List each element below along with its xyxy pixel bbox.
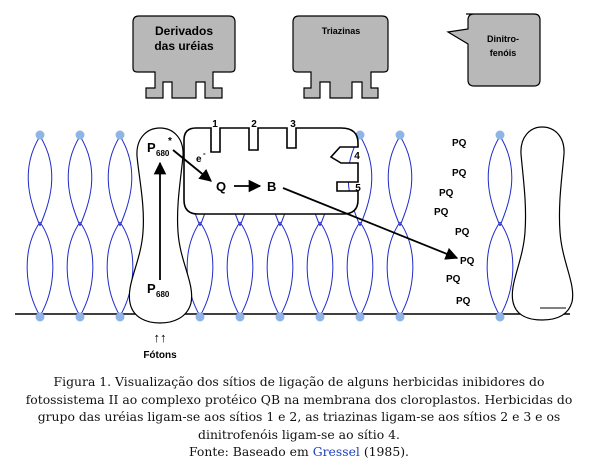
lipid-tail <box>119 135 133 227</box>
svg-text:680: 680 <box>156 290 170 299</box>
lipid-head <box>315 312 325 322</box>
lipid-tail <box>387 135 401 227</box>
lipid-tail <box>499 221 514 317</box>
figure-caption: Figura 1. Visualização dos sítios de lig… <box>14 373 584 461</box>
lipid-tail <box>186 221 201 317</box>
pq-label: PQ <box>456 296 471 307</box>
svg-text:e: e <box>196 154 202 165</box>
caption-source-prefix: Fonte: Baseado em <box>189 444 313 459</box>
herbicide-dinitro-line2: fenóis <box>490 48 517 58</box>
lipid-head <box>495 312 505 322</box>
lipid-tail <box>386 221 401 317</box>
herbicide-dinitro-shape: Dinitro- fenóis <box>446 13 541 87</box>
lipid-head <box>35 130 45 140</box>
caption-source-year: (1985) <box>359 444 406 459</box>
lipid-tail <box>306 221 321 317</box>
q-label: Q <box>216 179 226 194</box>
pq-label: PQ <box>455 227 470 238</box>
lipid-tail <box>399 221 414 317</box>
herbicide-triazina-label: Triazinas <box>322 26 361 36</box>
electron-arrow-p680-q <box>172 149 212 182</box>
lipid-tail <box>27 135 41 227</box>
lipid-head <box>355 312 365 322</box>
svg-text:P: P <box>147 281 156 296</box>
lipid-head <box>35 312 45 322</box>
lipid-head <box>495 130 505 140</box>
svg-text:680: 680 <box>156 149 170 158</box>
lipid-head <box>395 130 405 140</box>
electron-label: e - <box>196 149 206 165</box>
lipid-tail <box>199 221 214 317</box>
caption-source-end: . <box>405 444 409 459</box>
lipid-tail <box>359 135 373 227</box>
lipid-tail <box>346 221 361 317</box>
caption-source-link[interactable]: Gressel <box>312 444 360 459</box>
lipid-tail <box>79 221 94 317</box>
lipid-head <box>75 312 85 322</box>
pq-label: PQ <box>460 256 475 267</box>
herbicide-ureia-line1: Derivados <box>155 24 213 38</box>
herbicide-triazina-shape: Triazinas <box>292 15 389 99</box>
photosystem-diagram: Derivados das uréias Triazinas Dinitro- … <box>15 13 574 361</box>
lipid-tail <box>359 221 374 317</box>
site-2-label: 2 <box>251 119 257 130</box>
svg-text:*: * <box>168 136 172 147</box>
lipid-tail <box>266 221 281 317</box>
lipid-head <box>75 130 85 140</box>
lipid-tail <box>26 221 41 317</box>
lipid-tail <box>39 135 53 227</box>
lipid-tail <box>107 135 121 227</box>
lipid-tail <box>487 135 501 227</box>
site-3-label: 3 <box>290 119 296 130</box>
lipid-tail <box>66 221 81 317</box>
lipid-tail <box>226 221 241 317</box>
lipid-tail <box>399 135 413 227</box>
site-5-label: 5 <box>355 183 361 194</box>
lipid-tail <box>239 221 254 317</box>
electron-arrow-b-pq <box>282 187 459 260</box>
pq-label: PQ <box>452 138 467 149</box>
lipid-tail <box>119 221 134 317</box>
membrane-protein-blob <box>511 126 574 321</box>
pq-label: PQ <box>434 207 449 218</box>
lipid-tail <box>39 221 54 317</box>
caption-text: Figura 1. Visualização dos sítios de lig… <box>25 374 573 442</box>
pq-label: PQ <box>446 274 461 285</box>
photon-arrows: ↑↑ <box>154 330 167 345</box>
lipid-tail <box>486 221 501 317</box>
lipid-tail <box>279 221 294 317</box>
lipid-tail <box>79 135 93 227</box>
p680-excited-label: P 680 * <box>147 136 172 158</box>
lipid-tail <box>319 221 334 317</box>
qb-protein-complex <box>183 127 359 215</box>
lipid-head <box>395 312 405 322</box>
svg-text:-: - <box>203 149 206 158</box>
pq-label: PQ <box>439 188 454 199</box>
lipid-tail <box>106 221 121 317</box>
herbicide-dinitro-line1: Dinitro- <box>487 34 519 44</box>
herbicide-ureia-shape: Derivados das uréias <box>132 15 236 99</box>
b-label: B <box>267 179 276 194</box>
herbicide-ureia-line2: das uréias <box>154 39 214 53</box>
p680-ground-label: P 680 <box>147 281 170 299</box>
site-4-label: 4 <box>354 151 360 162</box>
lipid-head <box>235 312 245 322</box>
lipid-tail <box>499 135 513 227</box>
lipid-head <box>195 312 205 322</box>
lipid-head <box>115 312 125 322</box>
lipid-tail <box>67 135 81 227</box>
svg-text:P: P <box>147 140 156 155</box>
lipid-head <box>275 312 285 322</box>
lipid-head <box>115 130 125 140</box>
site-1-label: 1 <box>212 119 218 130</box>
pq-label: PQ <box>452 168 467 179</box>
photons-label: Fótons <box>143 350 177 361</box>
